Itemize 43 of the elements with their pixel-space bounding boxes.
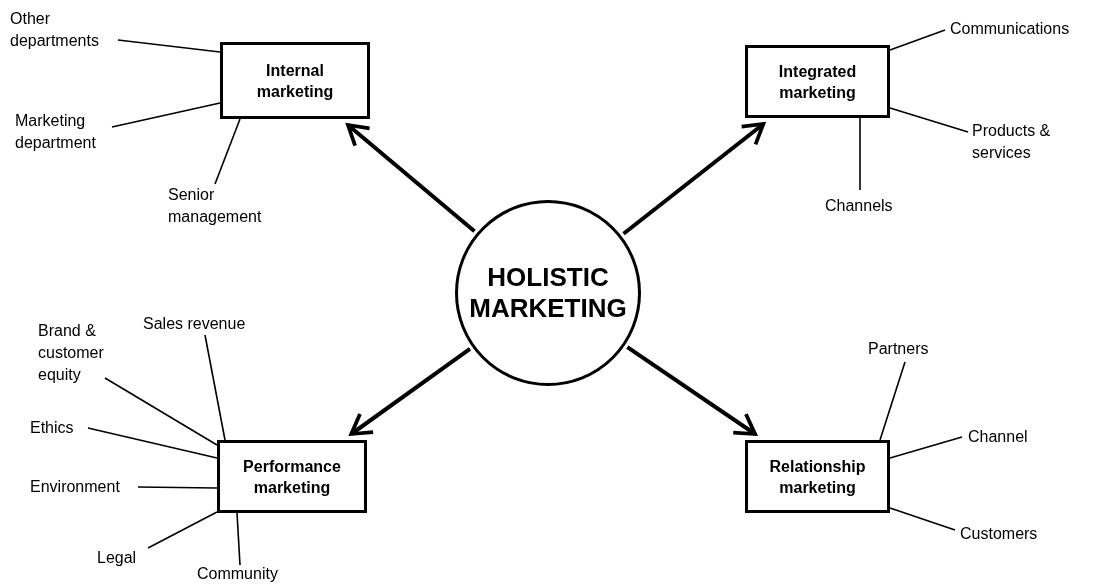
leader-line: [147, 511, 218, 549]
leader-line: [889, 507, 956, 531]
factor-label: Channel: [968, 427, 1029, 447]
factor-label: Customers: [960, 524, 1039, 544]
factor-label: Sales revenue: [143, 314, 247, 334]
factor-label: Brand & customer equity: [38, 321, 105, 385]
factor-label: Environment: [30, 477, 121, 497]
leader-line: [214, 118, 241, 185]
leader-line: [859, 117, 861, 191]
leader-line: [104, 377, 218, 446]
category-label: Internal marketing: [255, 60, 335, 102]
factor-label: Senior management: [168, 185, 263, 227]
factor-label: Legal: [97, 548, 138, 568]
leader-line: [111, 102, 221, 128]
factor-label: Products & services: [972, 121, 1052, 163]
factor-label: Ethics: [30, 418, 75, 438]
leader-line: [137, 486, 218, 489]
category-label: Relationship marketing: [769, 456, 866, 498]
arrow: [626, 345, 757, 436]
arrow: [346, 123, 476, 233]
leader-line: [889, 436, 963, 459]
factor-label: Marketing department: [15, 111, 97, 153]
factor-label: Channels: [825, 196, 894, 216]
arrow: [349, 347, 472, 436]
factor-label: Communications: [950, 19, 1071, 39]
leader-line: [879, 361, 906, 441]
category-box: [220, 42, 370, 119]
arrow: [622, 122, 766, 236]
category-box: [745, 45, 890, 118]
leader-line: [889, 107, 969, 133]
factor-label: Community: [197, 564, 279, 584]
leader-line: [117, 39, 221, 53]
leader-line: [236, 512, 241, 566]
factor-label: Other departments: [10, 9, 100, 51]
category-box: [217, 440, 367, 513]
leader-line: [889, 29, 946, 51]
leader-line: [87, 427, 218, 459]
category-box: [745, 440, 890, 513]
category-label: Performance marketing: [242, 456, 342, 498]
leader-line: [204, 334, 226, 441]
central-title: HOLISTIC MARKETING: [468, 262, 628, 324]
factor-label: Partners: [868, 339, 930, 359]
category-label: Integrated marketing: [777, 61, 858, 103]
